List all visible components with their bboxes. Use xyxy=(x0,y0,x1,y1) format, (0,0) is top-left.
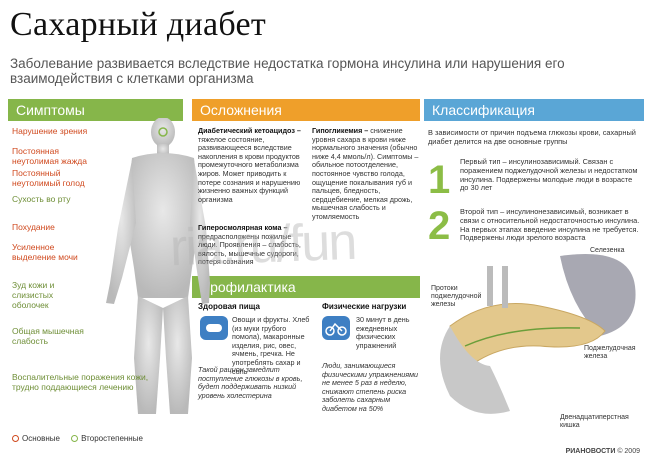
secondary-dot-icon xyxy=(71,435,79,442)
hypoglycemia-title: Гипогликемия – xyxy=(312,126,369,135)
hyperosmolar-text: предрасположены пожилые люди. Проявления… xyxy=(198,231,301,267)
food-title: Здоровая пища xyxy=(198,302,260,311)
exercise-title: Физические нагрузки xyxy=(322,302,407,311)
hyperosmolar-block: Гиперосмолярная кома – предрасположены п… xyxy=(198,223,306,267)
symptoms-header: Симптомы xyxy=(8,99,183,121)
pancreas-illustration xyxy=(440,254,636,414)
exercise-text: 30 минут в день ежедневных физических уп… xyxy=(356,315,410,350)
watermark: ria.ru/fun xyxy=(169,212,357,278)
pancreas-label: Поджелудочная железа xyxy=(584,345,636,360)
classification-header: Классификация xyxy=(424,99,644,121)
copyright: © 2009 xyxy=(617,448,640,455)
type2-number: 2 xyxy=(428,204,451,248)
symptom-item: Воспалительные поражения кожи, трудно по… xyxy=(12,372,149,392)
ketoacidosis-text: тяжелое состояние, развивающееся вследст… xyxy=(198,134,301,204)
symptom-item: Постоянная неутолимая жажда xyxy=(12,146,87,166)
complications-header: Осложнения xyxy=(192,99,420,121)
food-text: Овощи и фрукты. Хлеб (из муки грубого по… xyxy=(232,315,310,376)
bicycle-icon xyxy=(322,316,350,340)
hypoglycemia-text: снижение уровня сахара в крови ниже норм… xyxy=(312,126,419,221)
legend: Основные Второстепенные xyxy=(12,434,143,443)
page-title: Сахарный диабет xyxy=(10,6,267,43)
duodenum-label: Двенадцатиперстная кишка xyxy=(560,414,629,429)
symptom-item: Зуд кожи и слизистых оболочек xyxy=(12,280,55,310)
page-subtitle: Заболевание развивается вследствие недос… xyxy=(10,56,565,86)
footer: РИАНОВОСТИ © 2009 xyxy=(566,448,640,455)
symptom-item: Похудание xyxy=(12,222,55,232)
symptom-item: Сухость во рту xyxy=(12,194,71,204)
symptom-item: Усиленное выделение мочи xyxy=(12,242,78,262)
human-body-illustration xyxy=(106,118,210,414)
hyperosmolar-title: Гиперосмолярная кома – xyxy=(198,223,288,232)
main-dot-icon xyxy=(12,435,19,442)
legend-main-label: Основные xyxy=(22,434,60,443)
brand-logo: РИАНОВОСТИ xyxy=(565,448,616,455)
spleen-label: Селезенка xyxy=(590,247,625,254)
ducts-label: Протоки поджелудочной железы xyxy=(431,285,482,308)
ketoacidosis-block: Диабетический кетоацидоз – тяжелое состо… xyxy=(198,126,306,204)
ketoacidosis-title: Диабетический кетоацидоз – xyxy=(198,126,301,135)
legend-secondary-label: Второстепенные xyxy=(81,434,143,443)
type1-number: 1 xyxy=(428,158,451,202)
prevention-header: Профилактика xyxy=(192,276,420,298)
type1-text: Первый тип – инсулинозависимый. Связан с… xyxy=(460,157,638,193)
hypoglycemia-block: Гипогликемия – снижение уровня сахара в … xyxy=(312,126,420,222)
food-note: Такой рацион замедлит поступление глюкоз… xyxy=(198,365,303,400)
pill-icon xyxy=(200,316,228,340)
symptom-item: Нарушение зрения xyxy=(12,126,88,136)
classification-intro: В зависимости от причин подъема глюкозы … xyxy=(428,128,636,146)
type2-text: Второй тип – инсулинонезависимый, возник… xyxy=(460,207,640,243)
symptom-item: Общая мышечная слабость xyxy=(12,326,84,346)
exercise-note: Люди, занимающиеся физическими упражнени… xyxy=(322,361,419,413)
symptom-item: Постоянный неутолимый голод xyxy=(12,168,85,188)
